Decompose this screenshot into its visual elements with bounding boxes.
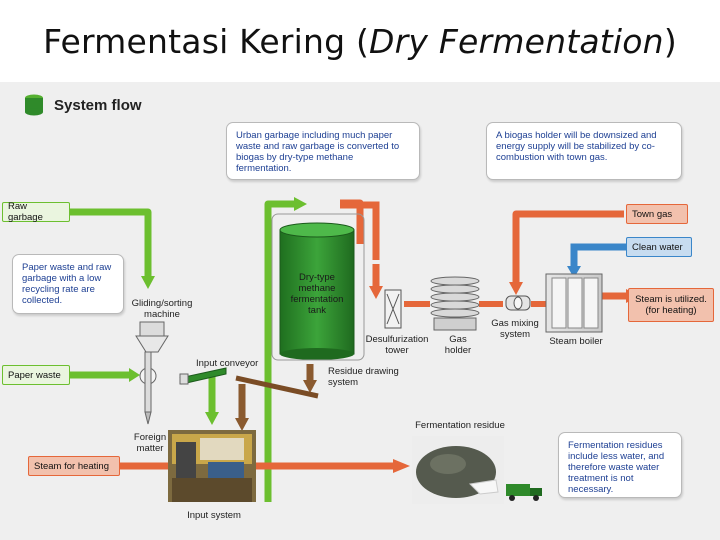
gas-mixing-unit xyxy=(505,295,531,311)
desulfurization-tower xyxy=(384,289,402,329)
gas-mixing-label: Gas mixing system xyxy=(491,318,539,340)
foreign-matter-label: Foreign matter xyxy=(133,432,167,454)
residue-note: Fermentation residues include less water… xyxy=(558,432,682,498)
system-flow-header: System flow xyxy=(54,97,142,114)
input-conveyor xyxy=(179,367,227,385)
fermentation-residue-photo xyxy=(412,436,504,504)
town-gas-box: Town gas xyxy=(626,204,688,224)
brown-flow-lines xyxy=(238,364,314,420)
fermentation-residue-label: Fermentation residue xyxy=(415,420,505,431)
gliding-sorting-label: Gliding/sorting machine xyxy=(131,298,193,320)
biogas-note: A biogas holder will be downsized and en… xyxy=(486,122,682,180)
title-main: Fermentasi Kering ( xyxy=(43,22,370,61)
gas-holder xyxy=(430,276,480,331)
steam-boiler-label: Steam boiler xyxy=(549,336,603,347)
fermentation-tank xyxy=(279,222,355,360)
slide-title: Fermentasi Kering (Dry Fermentation) xyxy=(0,22,720,61)
blue-flow-line xyxy=(570,243,626,268)
input-conveyor-label: Input conveyor xyxy=(196,358,259,369)
tank-label: Dry-type methane fermentation tank xyxy=(290,272,344,316)
paper-note: Paper waste and raw garbage with a low r… xyxy=(12,254,124,314)
clean-water-box: Clean water xyxy=(626,237,692,257)
title-italic: Dry Fermentation xyxy=(369,22,664,61)
raw-garbage-box: Raw garbage xyxy=(2,201,70,223)
steam-boiler xyxy=(545,273,603,333)
sorting-machine xyxy=(135,321,169,425)
input-system-photo xyxy=(168,430,256,502)
blue-arrowhead xyxy=(567,266,581,278)
system-flow-figure: System flow Raw garbage Paper waste Stea… xyxy=(0,82,720,540)
residue-conveyor xyxy=(235,375,319,399)
green-flow-lines xyxy=(70,200,296,502)
residue-drawing-label: Residue drawing system xyxy=(328,366,399,388)
steam-utilized-box: Steam is utilized. (for heating) xyxy=(628,288,714,322)
urban-note: Urban garbage including much paper waste… xyxy=(226,122,420,180)
input-system-label: Input system xyxy=(187,510,241,521)
green-arrowheads xyxy=(129,197,307,425)
truck-icon xyxy=(506,484,542,501)
desulfurization-label: Desulfurization tower xyxy=(365,334,429,356)
brown-arrowheads xyxy=(235,380,317,431)
gas-line xyxy=(340,201,380,260)
title-close: ) xyxy=(663,22,677,61)
tank-frame xyxy=(271,213,365,361)
paper-waste-box: Paper waste xyxy=(2,365,70,385)
gas-holder-label: Gas holder xyxy=(444,334,472,356)
steam-for-heating-box: Steam for heating xyxy=(28,456,120,476)
database-icon xyxy=(25,94,43,116)
orange-flow-lines xyxy=(70,199,628,470)
